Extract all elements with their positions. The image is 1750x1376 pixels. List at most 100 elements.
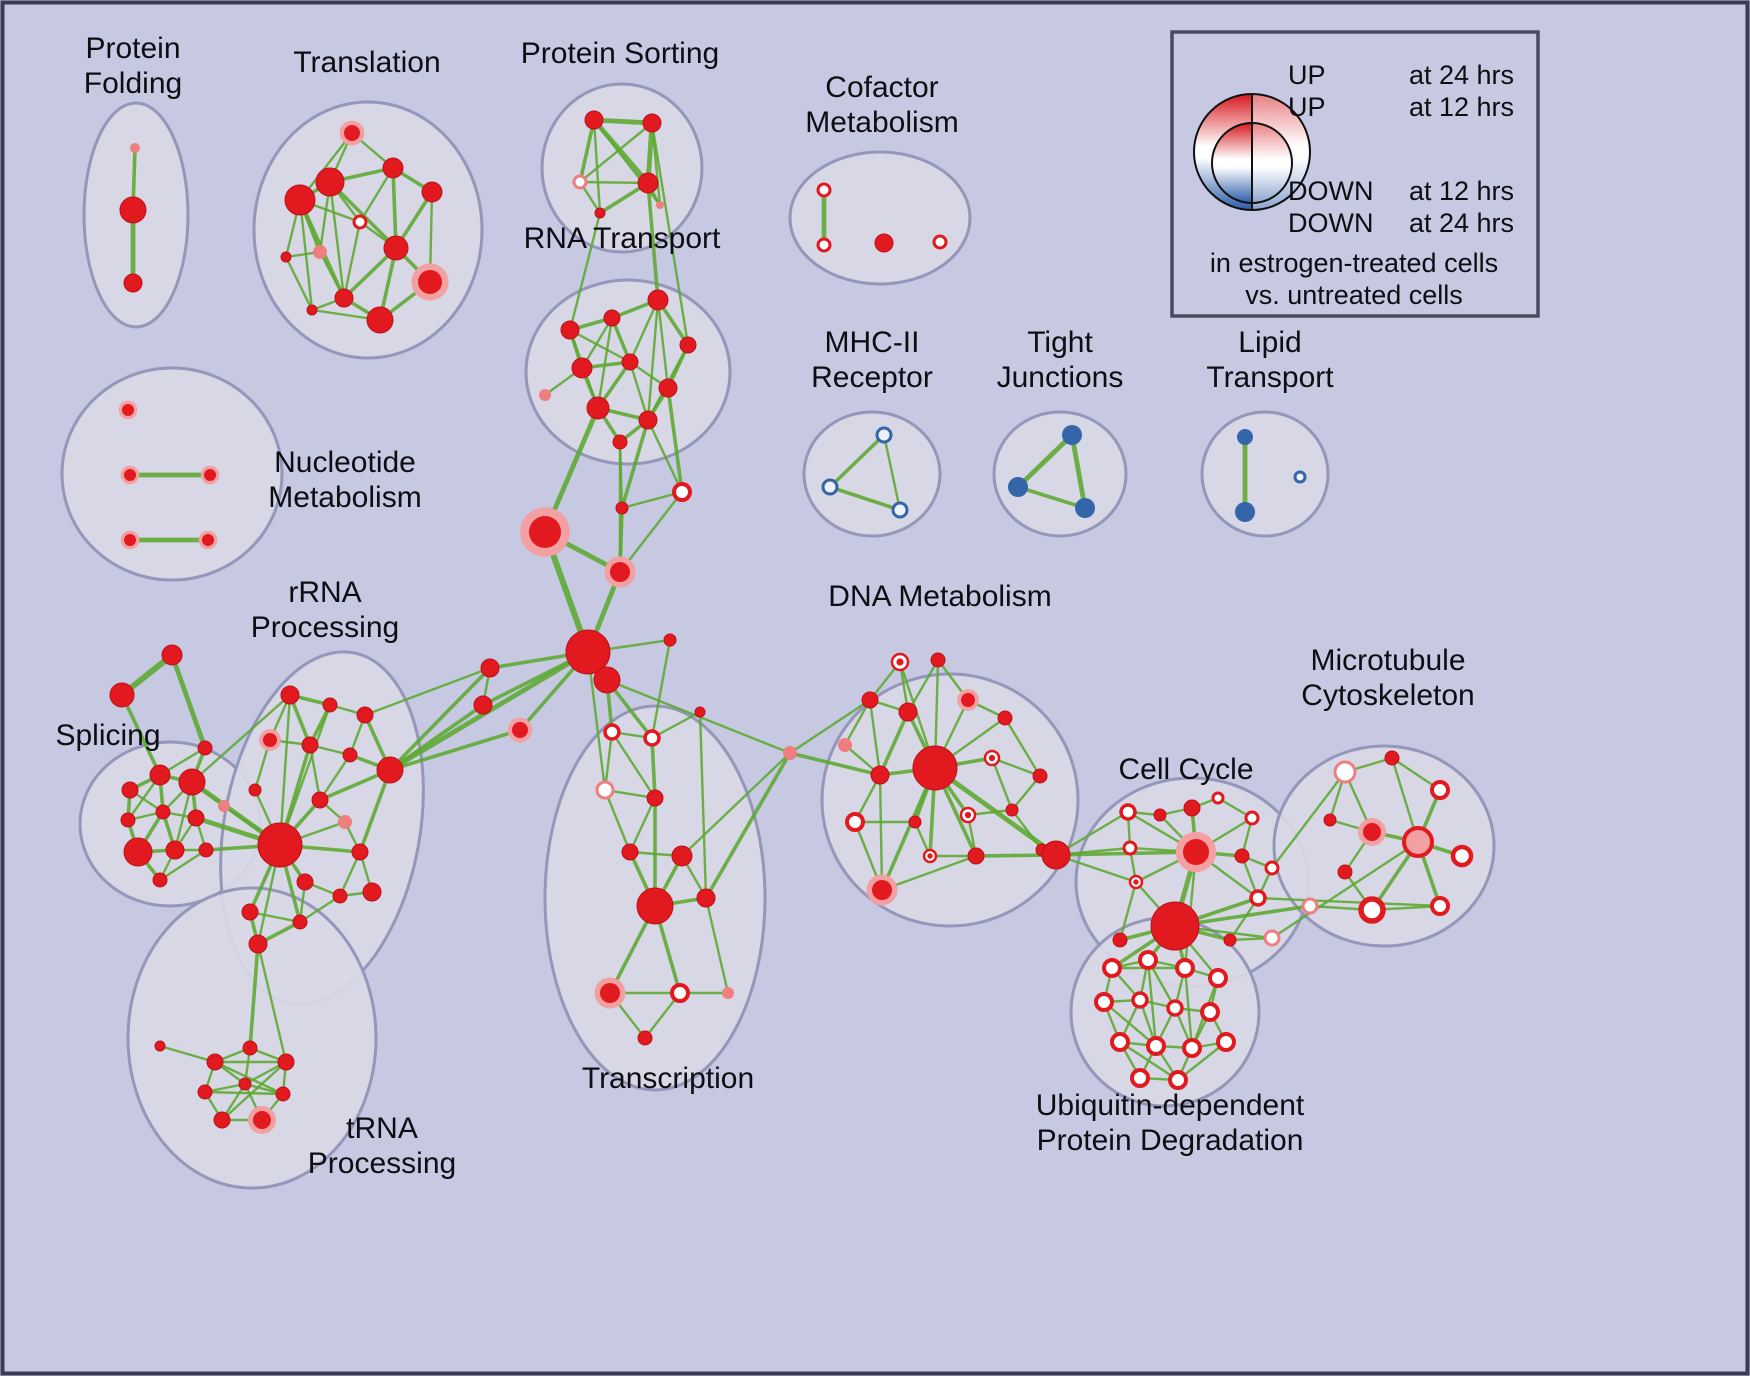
network-node bbox=[383, 235, 409, 261]
network-edge bbox=[120, 693, 162, 777]
network-node bbox=[612, 434, 628, 450]
network-node bbox=[277, 1053, 295, 1071]
network-node bbox=[198, 842, 214, 858]
network-node bbox=[643, 729, 661, 747]
network-node bbox=[560, 320, 580, 340]
network-edge bbox=[603, 788, 632, 854]
network-node bbox=[845, 812, 865, 832]
cluster-label-transcription: Transcription bbox=[582, 1062, 754, 1095]
network-node bbox=[1235, 502, 1255, 522]
network-node bbox=[1430, 896, 1450, 916]
network-node bbox=[152, 872, 168, 888]
network-edge bbox=[391, 166, 398, 250]
legend-down-12-time: at 12 hrs bbox=[1409, 176, 1514, 206]
network-edge bbox=[704, 751, 792, 900]
network-edge bbox=[358, 768, 392, 854]
network-node bbox=[124, 469, 136, 481]
network-edge bbox=[698, 710, 708, 900]
network-node bbox=[1110, 1032, 1130, 1052]
network-node bbox=[155, 804, 171, 820]
network-edge bbox=[646, 298, 660, 422]
network-edge bbox=[342, 220, 362, 300]
network-edge bbox=[568, 211, 602, 332]
network-edge bbox=[1102, 1000, 1158, 1048]
network-node bbox=[362, 882, 382, 902]
network-edge bbox=[628, 298, 660, 364]
network-edge bbox=[278, 693, 292, 847]
network-node bbox=[109, 682, 135, 708]
network-edge bbox=[158, 1044, 217, 1064]
network-node bbox=[257, 822, 303, 868]
network-edge bbox=[868, 698, 882, 777]
network-edge bbox=[388, 703, 485, 772]
cluster-label-translation: Translation bbox=[293, 46, 440, 79]
network-node bbox=[875, 426, 893, 444]
network-edge bbox=[603, 730, 614, 792]
network-node bbox=[672, 482, 692, 502]
network-node bbox=[891, 501, 909, 519]
cluster-label-dna-metabolism: DNA Metabolism bbox=[828, 580, 1051, 613]
network-node bbox=[539, 389, 551, 401]
network-node bbox=[202, 534, 214, 546]
network-edge bbox=[568, 328, 632, 364]
network-node bbox=[296, 873, 314, 891]
network-edge bbox=[586, 650, 607, 792]
network-node bbox=[816, 237, 832, 253]
network-node bbox=[656, 201, 664, 209]
network-node bbox=[1216, 1032, 1236, 1052]
network-node bbox=[529, 516, 561, 548]
network-node bbox=[670, 983, 690, 1003]
node-center-dot bbox=[964, 811, 972, 819]
network-node bbox=[997, 710, 1013, 726]
network-node bbox=[284, 184, 316, 216]
legend-box: UP at 24 hrs UP at 12 hrs DOWN at 12 hrs… bbox=[1170, 30, 1540, 318]
network-node bbox=[204, 469, 216, 481]
network-edge bbox=[646, 418, 684, 494]
network-node bbox=[1005, 803, 1019, 817]
legend-up-24-label: UP bbox=[1288, 60, 1326, 90]
network-node bbox=[658, 378, 678, 398]
network-node bbox=[967, 847, 985, 865]
network-node bbox=[1211, 791, 1225, 805]
network-edge bbox=[1003, 716, 1042, 778]
network-node bbox=[1430, 780, 1450, 800]
network-node bbox=[1208, 968, 1228, 988]
network-node bbox=[783, 746, 797, 760]
network-node bbox=[603, 309, 621, 327]
network-edge bbox=[1069, 432, 1088, 511]
network-node bbox=[930, 652, 946, 668]
network-edge bbox=[284, 255, 314, 312]
network-node bbox=[473, 695, 493, 715]
network-node bbox=[932, 234, 948, 250]
network-node bbox=[206, 1053, 224, 1071]
network-edge bbox=[1010, 808, 1044, 852]
network-node bbox=[600, 983, 620, 1003]
legend-note-line2: vs. untreated cells bbox=[1245, 280, 1463, 310]
node-center-dot bbox=[1133, 879, 1139, 885]
network-node bbox=[621, 843, 639, 861]
network-node bbox=[1363, 823, 1381, 841]
legend-up-12-time: at 12 hrs bbox=[1409, 92, 1514, 122]
network-node bbox=[961, 693, 975, 707]
network-node bbox=[322, 697, 338, 713]
network-node bbox=[376, 756, 404, 784]
network-edge bbox=[1256, 896, 1442, 908]
network-edge bbox=[318, 753, 352, 802]
network-node bbox=[1200, 1002, 1220, 1022]
network-node bbox=[621, 353, 639, 371]
network-edge bbox=[788, 698, 872, 755]
network-node bbox=[1358, 896, 1386, 924]
network-node bbox=[1384, 750, 1400, 766]
network-node bbox=[356, 706, 374, 724]
cluster-label-cell-cycle: Cell Cycle bbox=[1118, 753, 1253, 786]
network-node bbox=[572, 174, 588, 190]
network-edge bbox=[388, 666, 492, 772]
nodes-group bbox=[109, 110, 1474, 1134]
network-node bbox=[130, 143, 140, 153]
